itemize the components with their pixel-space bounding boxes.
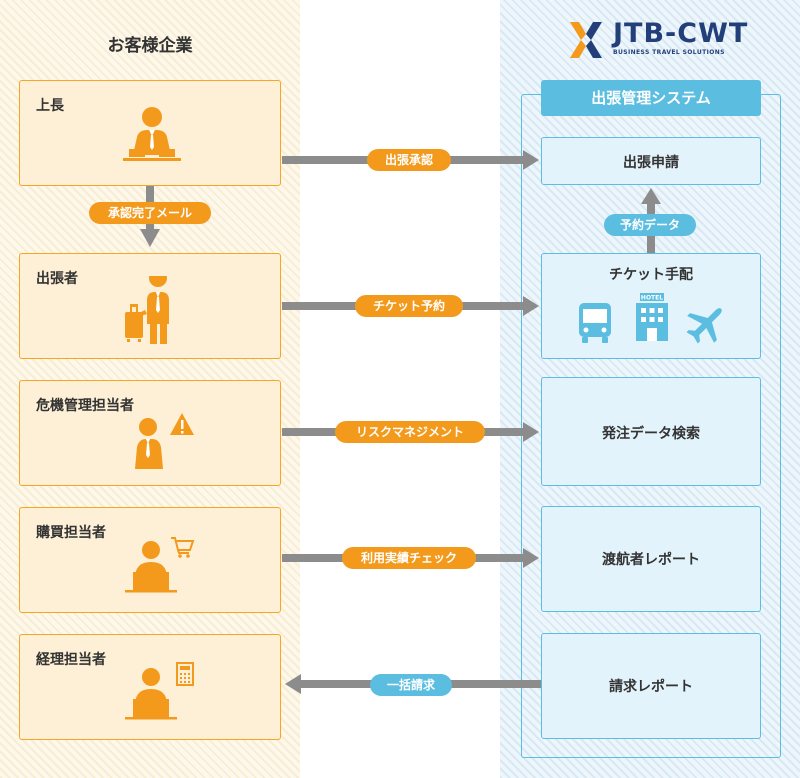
system-box-trip-application: 出張申請 <box>541 137 761 185</box>
role-box-risk-manager: 危機管理担当者 <box>19 380 281 486</box>
airplane-icon <box>686 308 722 344</box>
label-trip-approval: 出張承認 <box>367 149 451 171</box>
system-box-billing-report: 請求レポート <box>541 633 761 739</box>
accountant-calculator-icon <box>125 662 194 720</box>
hotel-icon: HOTEL <box>636 293 668 341</box>
jtb-cwt-logo: JTB-CWT BUSINESS TRAVEL SOLUTIONS <box>566 18 766 62</box>
system-box-order-data-search: 発注データ検索 <box>541 377 761 486</box>
manager-desk-icon <box>123 107 181 161</box>
system-box-label: 請求レポート <box>609 679 693 695</box>
label-usage-check: 利用実績チェック <box>342 547 476 569</box>
jtb-cwt-logo-mark <box>570 22 602 58</box>
system-box-label: 発注データ検索 <box>602 426 700 442</box>
system-box-traveler-report: 渡航者レポート <box>541 506 761 612</box>
risk-manager-warning-icon <box>135 413 194 469</box>
system-box-label: 出張申請 <box>623 155 679 171</box>
customer-company-title: お客様企業 <box>107 36 193 56</box>
label-ticket-booking: チケット予約 <box>355 295 463 317</box>
role-label: 経理担当者 <box>36 652 106 668</box>
role-box-traveler: 出張者 <box>19 253 281 359</box>
system-box-ticket-arrangement: チケット手配 HOTEL <box>541 253 761 359</box>
role-label: 出張者 <box>36 271 78 287</box>
system-box-label: チケット手配 <box>609 267 693 283</box>
role-label: 上長 <box>36 98 64 114</box>
role-label: 危機管理担当者 <box>36 398 134 414</box>
hotel-sign-text: HOTEL <box>641 295 663 302</box>
system-box-label: 渡航者レポート <box>602 552 700 568</box>
traveler-suitcase-icon <box>125 276 169 344</box>
role-box-accountant: 経理担当者 <box>19 634 281 740</box>
label-risk-management: リスクマネジメント <box>335 421 485 443</box>
label-approval-mail: 承認完了メール <box>89 202 211 224</box>
purchaser-cart-icon <box>125 537 195 593</box>
brand-tagline: BUSINESS TRAVEL SOLUTIONS <box>613 49 725 56</box>
role-label: 購買担当者 <box>36 525 106 541</box>
label-booking-data: 予約データ <box>604 214 696 236</box>
role-box-purchaser: 購買担当者 <box>19 507 281 613</box>
system-header: 出張管理システム <box>541 80 761 116</box>
brand-name: JTB-CWT <box>613 18 749 49</box>
role-box-manager: 上長 <box>19 80 281 186</box>
label-bulk-billing: 一括請求 <box>370 674 452 696</box>
bus-icon <box>579 303 611 343</box>
